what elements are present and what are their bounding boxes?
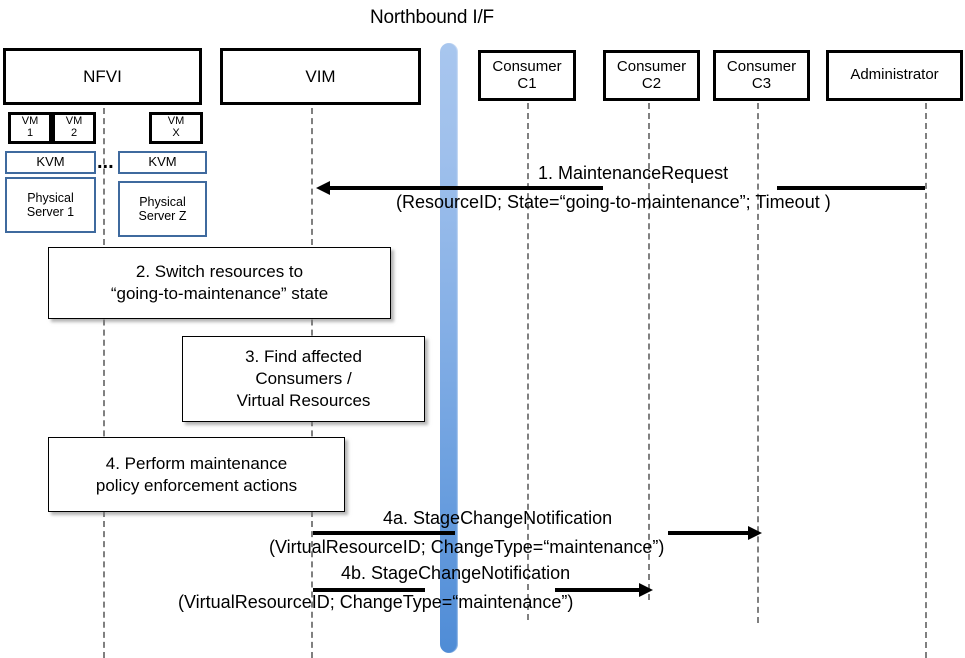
message-4b-params: (VirtualResourceID; ChangeType=“maintena… (178, 592, 574, 612)
vm-box-1-label-line2: 1 (26, 127, 34, 139)
lifeline-nfvi (103, 108, 105, 658)
kvm-box-left-label: KVM (36, 154, 65, 170)
message-4b-arrow-left-segment (313, 588, 425, 592)
vm-box-1-label-line1: VM (21, 115, 39, 128)
message-4a-arrow-head (748, 526, 762, 540)
step-box-3-line2: Consumers / (255, 369, 352, 389)
actor-vim[interactable]: VIM (220, 48, 421, 105)
vm-box-x-label-line2: X (172, 127, 180, 139)
lifeline-consumer-c2 (648, 103, 650, 600)
ellipsis-between-servers: ... (97, 152, 114, 172)
message-4b-arrow-right-segment (555, 588, 641, 592)
vm-box-x-label-line1: VM (167, 115, 185, 128)
vm-box-2[interactable]: VM 2 (52, 112, 96, 144)
kvm-box-right[interactable]: KVM (118, 151, 207, 174)
physical-server-1-label-line1: Physical (27, 191, 74, 205)
actor-nfvi-label: NFVI (83, 66, 122, 86)
physical-server-1-box[interactable]: Physical Server 1 (5, 177, 96, 233)
message-4a-params: (VirtualResourceID; ChangeType=“maintena… (269, 537, 665, 557)
step-box-3-line3: Virtual Resources (236, 390, 371, 410)
actor-consumer-c1-label-line2: C1 (517, 74, 537, 92)
ellipsis-label: ... (97, 151, 114, 173)
actor-nfvi[interactable]: NFVI (3, 48, 202, 105)
physical-server-1-label-line2: Server 1 (26, 205, 75, 219)
step-box-4-line1: 4. Perform maintenance (105, 453, 288, 473)
physical-server-z-label-line2: Server Z (138, 209, 187, 223)
vm-box-1[interactable]: VM 1 (8, 112, 52, 144)
message-1-params: (ResourceID; State=“going-to-maintenance… (396, 192, 831, 212)
actor-administrator[interactable]: Administrator (826, 50, 963, 101)
vm-box-2-label-line1: VM (65, 115, 83, 128)
step-box-2-line1: 2. Switch resources to (135, 262, 304, 282)
step-box-3-line1: 3. Find affected (245, 347, 362, 367)
message-1-arrow-head (316, 181, 330, 195)
vm-box-2-label-line2: 2 (70, 127, 78, 139)
actor-vim-label: VIM (305, 66, 336, 86)
lifeline-consumer-c3 (757, 103, 759, 623)
lifeline-consumer-c1 (527, 103, 529, 620)
actor-consumer-c2[interactable]: Consumer C2 (603, 50, 700, 101)
actor-administrator-label: Administrator (850, 66, 939, 84)
message-4a-label: 4a. StageChangeNotification (383, 508, 613, 528)
actor-consumer-c3-label-line2: C3 (751, 74, 772, 92)
physical-server-z-box[interactable]: Physical Server Z (118, 181, 207, 237)
actor-consumer-c1-label-line1: Consumer (492, 57, 562, 75)
step-box-3[interactable]: 3. Find affected Consumers / Virtual Res… (182, 336, 425, 422)
message-1-arrow-left-segment (330, 186, 603, 190)
message-1-label: 1. MaintenanceRequest (538, 163, 729, 183)
step-box-2-line2: “going-to-maintenance” state (110, 284, 329, 303)
step-box-4[interactable]: 4. Perform maintenance policy enforcemen… (48, 437, 345, 512)
message-4a-arrow-left-segment (313, 531, 455, 535)
step-box-4-line2: policy enforcement actions (95, 475, 298, 495)
northbound-interface-bar (440, 43, 458, 653)
kvm-box-left[interactable]: KVM (5, 151, 96, 174)
message-1-arrow-right-segment (777, 186, 925, 190)
physical-server-z-label-line1: Physical (139, 195, 186, 209)
actor-consumer-c2-label-line2: C2 (641, 74, 662, 92)
actor-consumer-c3-label-line1: Consumer (726, 57, 797, 75)
vm-box-x[interactable]: VM X (149, 112, 203, 144)
kvm-box-right-label: KVM (148, 154, 177, 170)
step-box-2[interactable]: 2. Switch resources to “going-to-mainten… (48, 247, 391, 319)
actor-consumer-c2-label-line1: Consumer (616, 57, 687, 75)
lifeline-administrator (925, 103, 927, 658)
page-title: Northbound I/F (370, 7, 494, 28)
actor-consumer-c1[interactable]: Consumer C1 (478, 50, 576, 101)
message-4a-arrow-right-segment (668, 531, 750, 535)
actor-consumer-c3[interactable]: Consumer C3 (713, 50, 810, 101)
message-4b-arrow-head (639, 583, 653, 597)
message-4b-label: 4b. StageChangeNotification (341, 563, 571, 583)
